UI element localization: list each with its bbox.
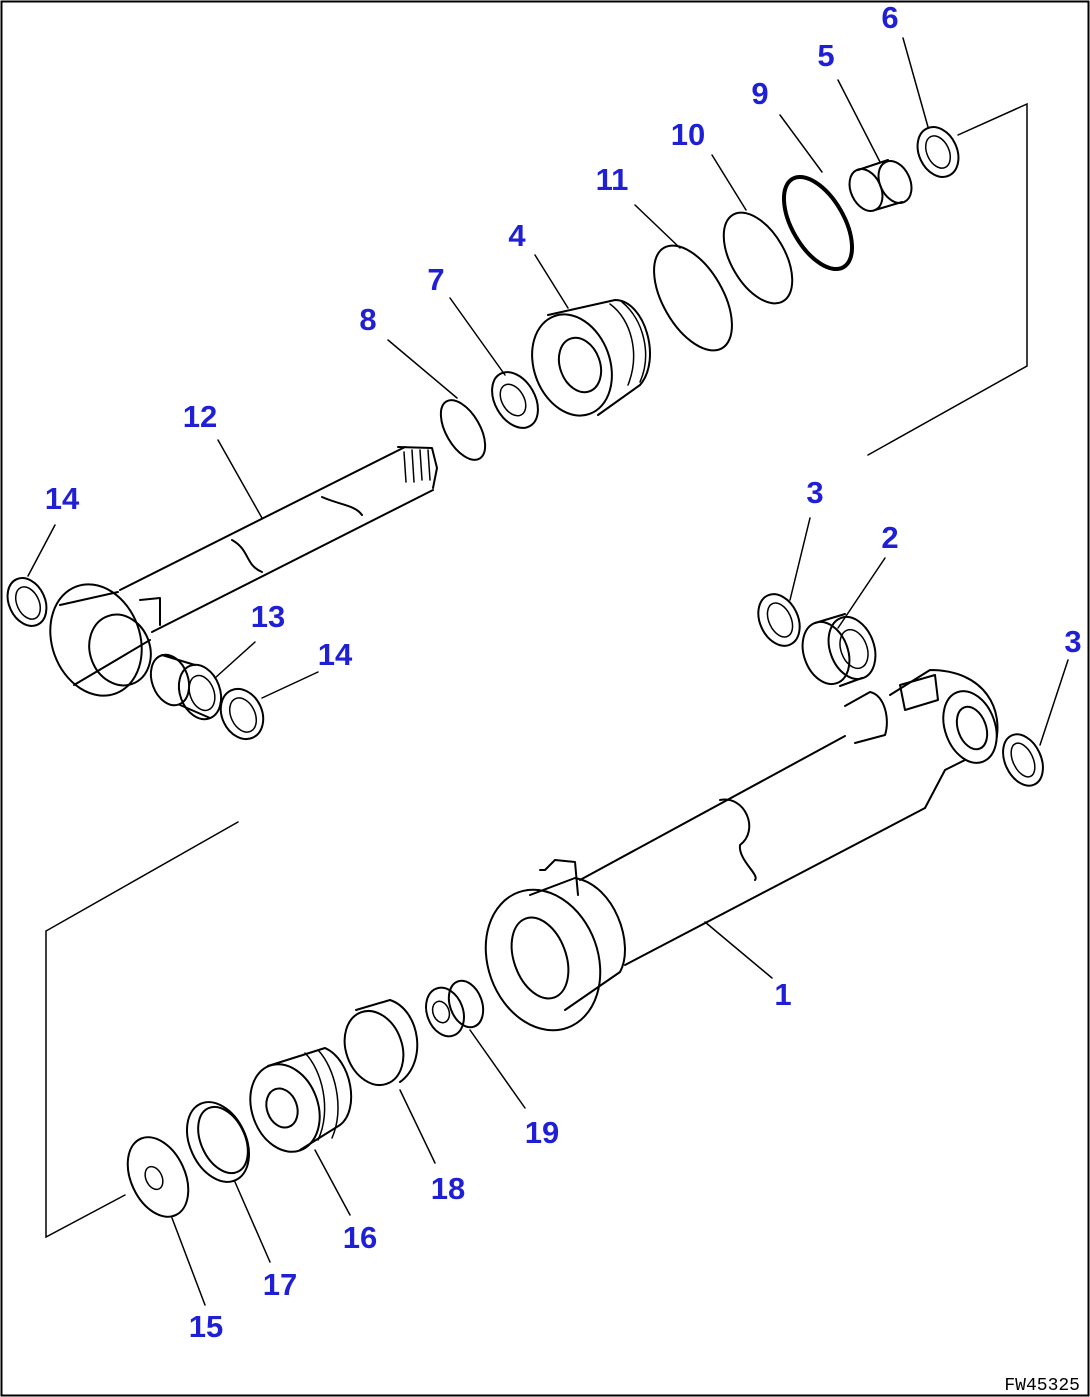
drawing-code: FW45325 xyxy=(1004,1376,1080,1396)
callout-14b: 14 xyxy=(318,637,353,672)
cushion-piston xyxy=(249,1047,353,1153)
callout-19: 19 xyxy=(525,1115,559,1150)
snap-ring-left xyxy=(6,577,48,627)
callout-13: 13 xyxy=(251,599,285,634)
callout-8: 8 xyxy=(359,302,376,337)
callout-15: 15 xyxy=(189,1309,223,1344)
piston-rod xyxy=(49,446,438,697)
callout-10: 10 xyxy=(671,117,705,152)
washer xyxy=(126,1136,190,1218)
o-ring xyxy=(781,174,855,272)
piston xyxy=(531,299,651,417)
snap-ring-right xyxy=(219,687,265,741)
piston-seal xyxy=(186,1101,250,1183)
ring xyxy=(439,399,487,461)
dust-seal xyxy=(916,126,960,178)
nut xyxy=(491,371,539,429)
upper-assembly-line xyxy=(867,102,1028,456)
callout-3b: 3 xyxy=(1064,624,1081,659)
callouts: 1 2 3 3 4 5 6 7 8 9 10 11 12 13 14 14 15… xyxy=(45,0,1082,1344)
lock-nut xyxy=(425,979,485,1038)
callout-7: 7 xyxy=(427,262,444,297)
snap-ring-upper xyxy=(757,593,801,647)
snap-ring-lower xyxy=(1002,733,1044,787)
callout-16: 16 xyxy=(343,1220,377,1255)
leader-lines xyxy=(27,37,1069,1306)
bushing-small xyxy=(848,159,913,212)
lower-assembly-line xyxy=(45,821,239,1239)
callout-3a: 3 xyxy=(806,475,823,510)
callout-4: 4 xyxy=(508,218,526,253)
callout-11: 11 xyxy=(596,162,629,197)
backup-ring-large xyxy=(653,244,733,352)
cylinder-tube xyxy=(484,669,999,1032)
collar xyxy=(343,999,419,1086)
callout-17: 17 xyxy=(263,1267,297,1302)
callout-9: 9 xyxy=(751,76,768,111)
bushing xyxy=(149,653,223,721)
callout-14a: 14 xyxy=(45,481,80,516)
callout-2: 2 xyxy=(881,520,898,555)
callout-18: 18 xyxy=(431,1171,465,1206)
callout-1: 1 xyxy=(774,977,791,1012)
bushing-head xyxy=(801,613,877,687)
callout-12: 12 xyxy=(183,399,217,434)
callout-5: 5 xyxy=(817,38,834,73)
callout-6: 6 xyxy=(881,0,898,35)
backup-ring xyxy=(722,211,794,305)
